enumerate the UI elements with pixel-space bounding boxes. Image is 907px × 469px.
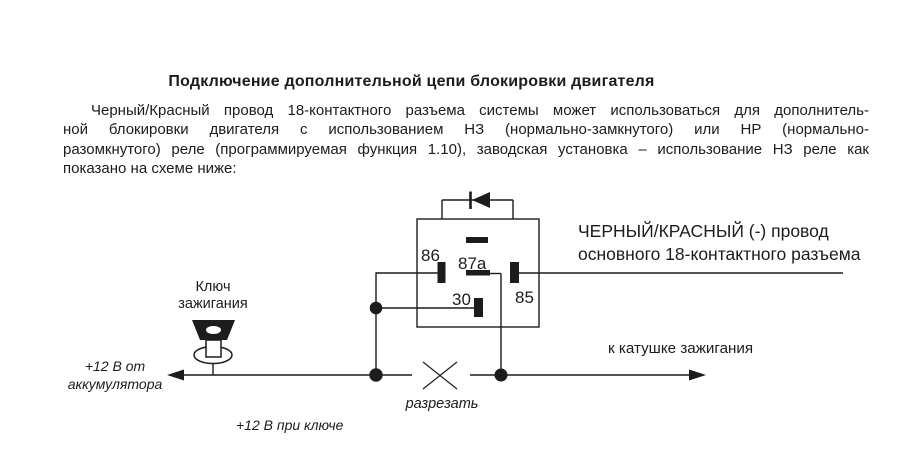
page-title: Подключение дополнительной цепи блокиров… [168,73,655,90]
cut-mark-icon [422,361,458,390]
ignition-position-label: +12 В при ключе зажигания в положении "O… [218,416,377,469]
paragraph-line: разомкнутого) реле (программируемая функ… [63,140,869,158]
paragraph-line: показано на схеме ниже: [63,160,237,178]
relay-contact-87 [466,237,488,243]
relay-contact-30 [474,298,483,317]
ignition-coil-label: к катушке зажигания [608,340,754,357]
relay-pin-label-30: 30 [452,290,471,309]
relay-pin-label-85: 85 [515,288,534,307]
arrow-right-icon [689,369,706,381]
battery-label: +12 В от аккумулятора [67,358,163,392]
relay-contact-87a [466,270,490,276]
relay-pin-label-87a: 87a [458,254,487,273]
relay-contact-85 [510,262,519,283]
intro-paragraph: Черный/Красный провод 18-контактного раз… [63,101,869,179]
paragraph-line: ной блокировки двигателя с использование… [63,121,869,139]
paragraph-line: Черный/Красный провод 18-контактного раз… [91,102,869,119]
black-red-wire-label: ЧЕРНЫЙ/КРАСНЫЙ (-) провод основного 18-к… [578,221,861,264]
relay-contact-86 [437,262,446,283]
junction-dot [369,301,383,315]
ignition-key-icon [192,320,235,375]
junction-dot [494,368,508,382]
relay-pin-label-86: 86 [421,246,440,265]
arrow-left-icon [167,369,184,381]
junction-dot [369,368,383,382]
ignition-key-label: Ключ зажигания [178,279,248,312]
cut-label: разрезать [405,396,479,412]
